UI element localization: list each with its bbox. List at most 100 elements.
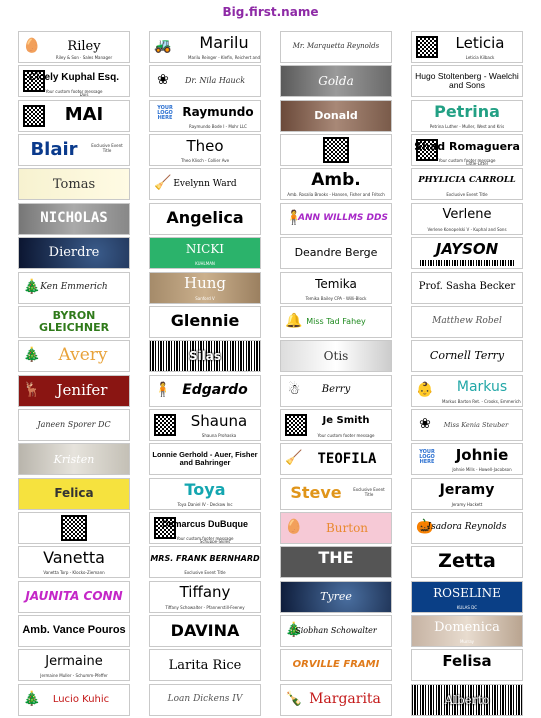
- name-badge[interactable]: Mr. Marquetta Reynolds: [280, 31, 392, 63]
- badge-name: Temika: [315, 276, 357, 291]
- name-badge[interactable]: NICHOLAS: [18, 202, 130, 235]
- name-badge[interactable]: Golda: [280, 65, 392, 98]
- snowman-icon: ☃: [287, 381, 301, 398]
- name-badge[interactable]: Tomas: [18, 168, 130, 201]
- name-badge[interactable]: Dierdre: [18, 237, 130, 270]
- name-badge[interactable]: ORVILLE FRAMI: [280, 649, 392, 682]
- name-badge[interactable]: Larita Rice: [149, 649, 261, 682]
- name-badge[interactable]: Deandre Berge: [280, 237, 392, 270]
- badge-subtitle-secondary: Duis: [79, 92, 89, 98]
- name-badge[interactable]: Donald: [280, 99, 392, 132]
- name-badge[interactable]: JAUNITA CONN: [18, 580, 130, 613]
- name-badge[interactable]: THE: [280, 546, 392, 579]
- name-badge[interactable]: 🥚Burton: [280, 512, 392, 545]
- name-badge[interactable]: Janeen Sporer DC: [18, 408, 130, 441]
- name-badge[interactable]: 🧹TEOFILA: [280, 443, 392, 476]
- name-badge[interactable]: Kristen: [18, 443, 130, 476]
- badge-name: Cornell Terry: [429, 349, 505, 363]
- your-logo-icon: YOUR LOGO HERE: [419, 448, 435, 465]
- name-badge[interactable]: ❀Dr. Nila Hauck: [149, 65, 261, 98]
- name-badge[interactable]: BYRON GLEICHNER: [18, 305, 130, 338]
- name-badge[interactable]: Lonnie Gerhold - Auer, Fisher and Bahrin…: [149, 443, 261, 476]
- name-badge[interactable]: Cornell Terry: [411, 340, 523, 373]
- badge-name: Riley: [67, 39, 101, 55]
- name-badge[interactable]: 🧍Edgardo: [149, 374, 261, 407]
- name-badge[interactable]: Silas: [149, 340, 261, 373]
- name-badge[interactable]: 🔔Miss Tad Fahey: [280, 305, 392, 338]
- name-badge[interactable]: 🎄Avery: [18, 340, 130, 373]
- name-badge[interactable]: MAI: [18, 99, 130, 132]
- badge-name: Donald: [314, 108, 358, 122]
- name-badge[interactable]: Zetta: [411, 546, 523, 579]
- badge-subtitle: Your custom footer message: [438, 158, 496, 164]
- name-badge[interactable]: Felica: [18, 477, 130, 510]
- badge-name: BYRON GLEICHNER: [38, 309, 110, 334]
- badge-name: Jermaine: [45, 654, 103, 670]
- qr-code-icon: [23, 70, 45, 93]
- name-badge[interactable]: [280, 134, 392, 167]
- name-badge[interactable]: Otis: [280, 340, 392, 373]
- name-badge[interactable]: 🎄Ken Emmerich: [18, 271, 130, 304]
- name-badge[interactable]: Prof. Sasha Becker: [411, 271, 523, 304]
- name-badge[interactable]: [18, 512, 130, 545]
- badge-name: Cicely Kuphal Esq.: [28, 71, 120, 83]
- name-badge[interactable]: JAYSON: [411, 237, 523, 270]
- name-badge[interactable]: Tyree: [280, 580, 392, 613]
- badge-name: Hung: [183, 274, 226, 293]
- name-badge[interactable]: Matthew Robel: [411, 305, 523, 338]
- name-badge[interactable]: Amb. Vance Pouros: [18, 615, 130, 648]
- badge-name: THE: [318, 548, 354, 568]
- name-badge[interactable]: Amb.Amb. Rosalia Brooks - Hansen, Fisher…: [280, 168, 392, 201]
- name-badge[interactable]: Hugo Stoltenberg - Waelchi and Sons: [411, 65, 523, 98]
- name-badge[interactable]: Angelica: [149, 202, 261, 235]
- badge-name: Miss Tad Fahey: [306, 316, 366, 326]
- name-badge[interactable]: ☃Berry: [280, 374, 392, 407]
- name-badge[interactable]: Cicely Kuphal Esq.Your custom footer mes…: [18, 65, 130, 98]
- name-badge[interactable]: DAVINA: [149, 615, 261, 648]
- badge-name: Otis: [323, 348, 349, 363]
- badge-name: Tomas: [52, 176, 96, 192]
- name-badge[interactable]: Glennie: [149, 305, 261, 338]
- name-badge[interactable]: Felisa: [411, 649, 523, 682]
- badge-name: Shauna: [190, 411, 248, 430]
- person-icon: 🧍: [154, 381, 172, 398]
- name-badge[interactable]: 🦌Jenifer: [18, 374, 130, 407]
- name-badge[interactable]: 🎃Isadora Reynolds: [411, 512, 523, 545]
- name-badge[interactable]: 🧍ANN WILLMS DDS: [280, 202, 392, 235]
- excavator-icon: 🚜: [154, 38, 172, 54]
- name-badge[interactable]: 🎄Siobhan Schowalter: [280, 615, 392, 648]
- badge-name: Tiffany: [179, 583, 231, 602]
- name-badge[interactable]: ❀Miss Kenia Steuber: [411, 408, 523, 441]
- badge-name: Prof. Sasha Becker: [418, 281, 516, 293]
- name-badge[interactable]: 🧹Evelynn Ward: [149, 168, 261, 201]
- badge-name: Golda: [318, 74, 354, 89]
